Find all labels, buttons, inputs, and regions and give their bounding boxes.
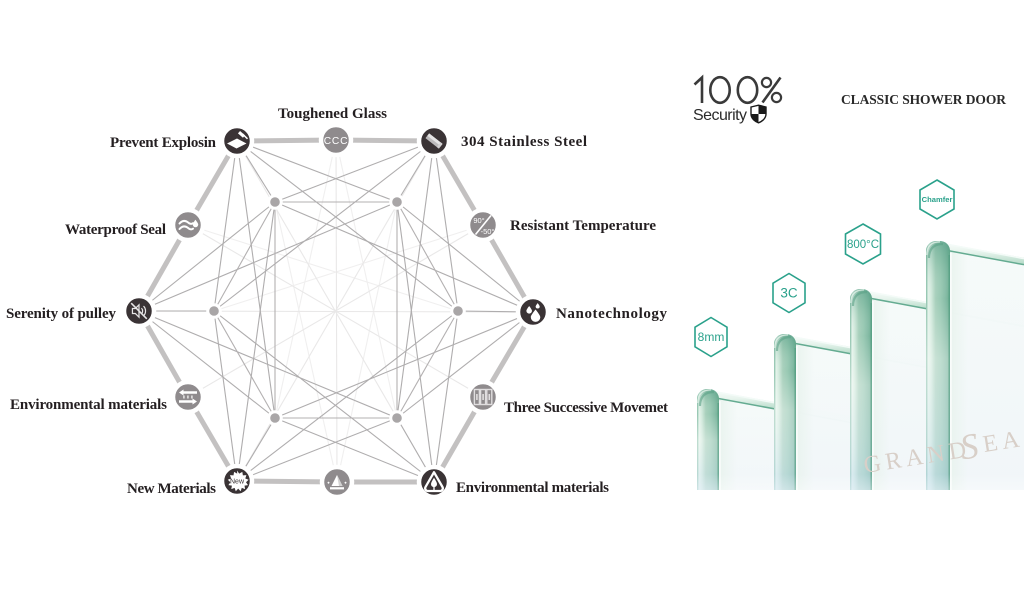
svg-text:8mm: 8mm (698, 330, 725, 344)
svg-text:CCC: CCC (324, 136, 348, 147)
svg-text:Security: Security (693, 107, 747, 124)
svg-text:Chamfer: Chamfer (922, 195, 953, 204)
svg-text:3C: 3C (780, 286, 798, 301)
svg-text:Waterproof Seal: Waterproof Seal (65, 222, 166, 238)
svg-text:New Materials: New Materials (127, 481, 216, 497)
svg-text:Resistant Temperature: Resistant Temperature (510, 218, 656, 234)
svg-text:-50°: -50° (481, 227, 495, 236)
svg-text:EA: EA (981, 426, 1024, 458)
svg-text:Nanotechnology: Nanotechnology (556, 306, 668, 322)
svg-text:Environmental materials: Environmental materials (10, 397, 167, 413)
svg-text:New: New (230, 479, 245, 486)
svg-text:Environmental materials: Environmental materials (456, 480, 609, 496)
svg-text:Serenity of pulley: Serenity of pulley (6, 306, 117, 322)
svg-text:CLASSIC SHOWER DOOR: CLASSIC SHOWER DOOR (841, 92, 1006, 107)
svg-text:Three Successive Movemet: Three Successive Movemet (504, 400, 668, 416)
svg-text:Toughened Glass: Toughened Glass (278, 106, 387, 122)
svg-text:304 Stainless Steel: 304 Stainless Steel (461, 134, 587, 150)
svg-text:Prevent Explosin: Prevent Explosin (110, 135, 217, 151)
svg-text:800°C: 800°C (847, 239, 879, 251)
svg-text:90°: 90° (473, 216, 484, 225)
